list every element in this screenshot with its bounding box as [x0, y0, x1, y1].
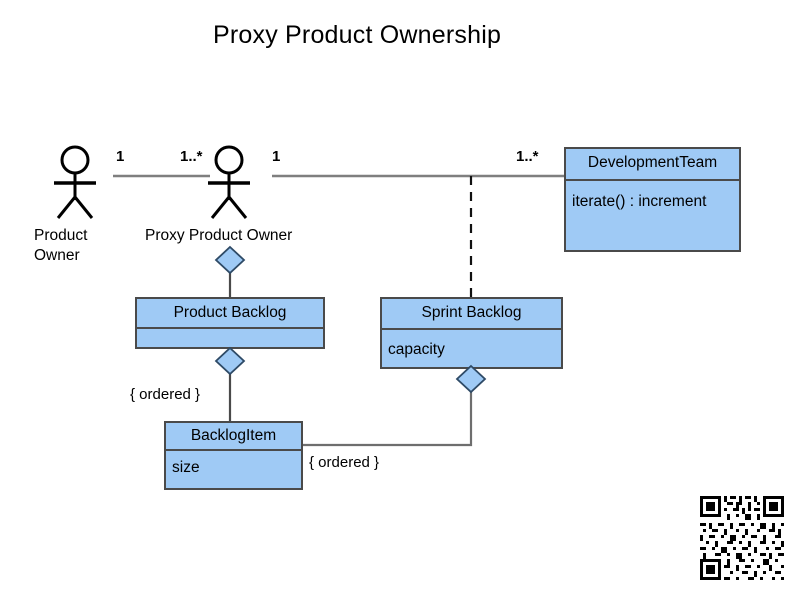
- class-attribute-sprintbacklog-0: capacity: [388, 341, 445, 358]
- class-developmentteam-body: [564, 147, 741, 252]
- class-sprintbacklog-body: [380, 297, 563, 369]
- constraint-product-backlog-item: { ordered }: [130, 386, 201, 403]
- actor-leg-left-line: [210, 196, 231, 219]
- aggregation-route-sprintbacklog-backlogitem: [302, 388, 473, 447]
- multiplicity-developmentteam: 1..*: [516, 148, 539, 165]
- aggregation-diamond-sprintbacklog: [455, 364, 487, 394]
- class-box-developmentteam[interactable]: [564, 147, 741, 252]
- actor-head-icon: [214, 145, 244, 175]
- actor-label-proxy-product-owner: Proxy Product Owner: [145, 227, 293, 244]
- multiplicity-proxy-left: 1..*: [180, 148, 203, 165]
- class-name-sprintbacklog: Sprint Backlog: [421, 304, 522, 321]
- actor-leg-left-line: [56, 196, 77, 219]
- page-title: Proxy Product Ownership: [213, 21, 502, 49]
- actor-leg-right-line: [227, 196, 248, 219]
- class-backlogitem-body: [164, 421, 303, 490]
- class-name-backlogitem: BacklogItem: [190, 427, 277, 444]
- class-box-productbacklog[interactable]: [135, 297, 325, 349]
- qr-code: [693, 489, 791, 587]
- class-productbacklog-body: [135, 297, 325, 349]
- aggregation-diamond-ppo: [214, 245, 246, 275]
- actor-figure-proxy-product-owner[interactable]: [208, 145, 250, 219]
- actor-label-product-owner-line1: Product: [34, 227, 88, 244]
- actor-figure-product-owner[interactable]: [54, 145, 96, 219]
- actor-head-icon: [60, 145, 90, 175]
- class-attribute-developmentteam-0: iterate() : increment: [572, 193, 707, 210]
- class-box-backlogitem[interactable]: [164, 421, 303, 490]
- multiplicity-product-owner: 1: [116, 148, 125, 165]
- aggregation-diamond-productbacklog: [214, 346, 246, 376]
- actor-label-product-owner-line2: Owner: [34, 247, 80, 264]
- actor-leg-right-line: [73, 196, 94, 219]
- constraint-sprint-backlog-item: { ordered }: [309, 454, 380, 471]
- multiplicity-proxy-right: 1: [272, 148, 281, 165]
- class-name-developmentteam: DevelopmentTeam: [587, 154, 718, 171]
- class-box-sprintbacklog[interactable]: [380, 297, 563, 369]
- class-attribute-backlogitem-0: size: [172, 459, 200, 476]
- class-name-productbacklog: Product Backlog: [173, 304, 287, 321]
